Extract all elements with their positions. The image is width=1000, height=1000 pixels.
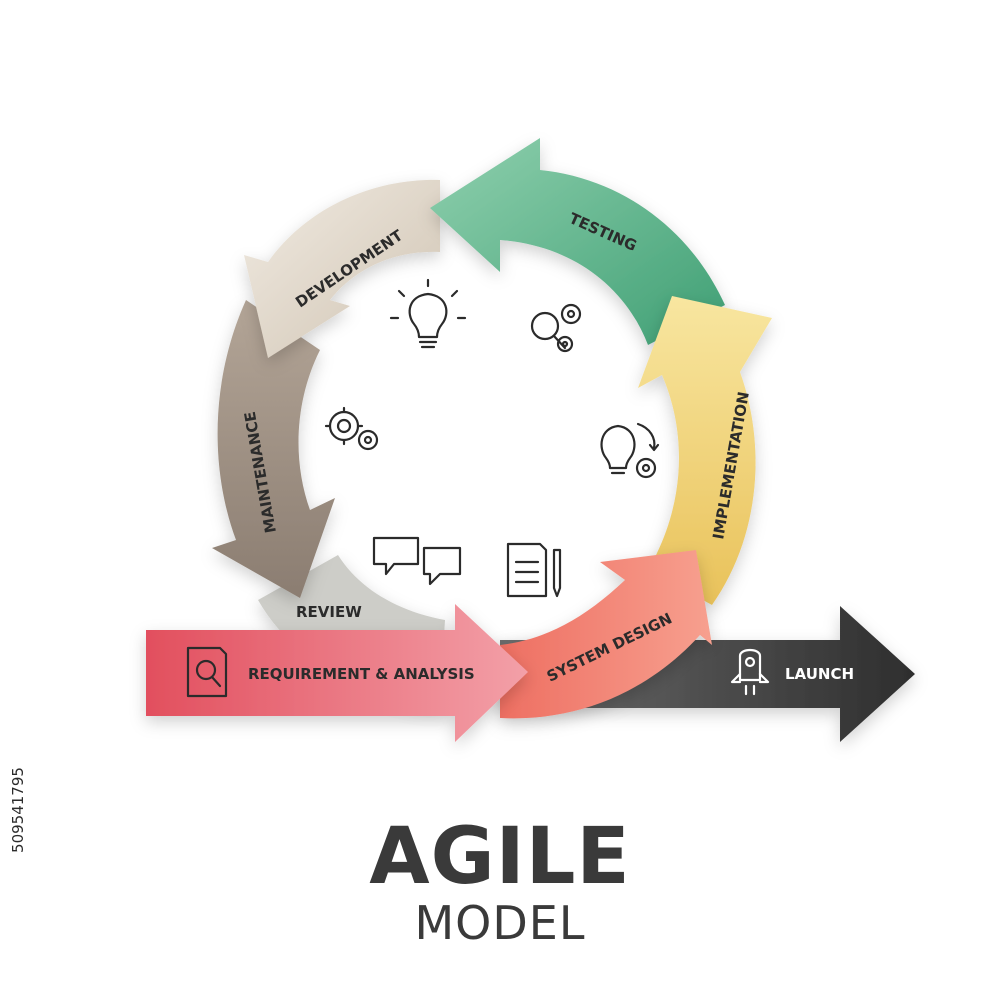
maintenance-arrow	[212, 300, 335, 598]
stock-id-text: 509541795	[9, 767, 27, 853]
magnifier-gears-icon	[530, 303, 582, 353]
launch-label: LAUNCH	[785, 665, 854, 683]
requirement-analysis-label: REQUIREMENT & ANALYSIS	[248, 665, 475, 683]
gears-icon	[324, 406, 379, 451]
rocket-icon	[730, 648, 770, 696]
diagram-subtitle: MODEL	[414, 896, 586, 950]
lightbulb-icon	[389, 278, 467, 349]
idea-gear-icon	[600, 422, 660, 479]
testing-arrow	[430, 138, 725, 345]
development-arrow	[244, 179, 440, 358]
diagram-title: AGILE	[369, 812, 631, 902]
requirement-analysis-arrow	[146, 604, 528, 742]
document-search-icon	[186, 646, 228, 698]
chat-bubbles-icon	[372, 536, 462, 586]
system-design-arrow	[500, 550, 712, 719]
implementation-arrow	[638, 296, 772, 605]
review-label: REVIEW	[296, 603, 362, 621]
document-pencil-icon	[506, 542, 562, 598]
